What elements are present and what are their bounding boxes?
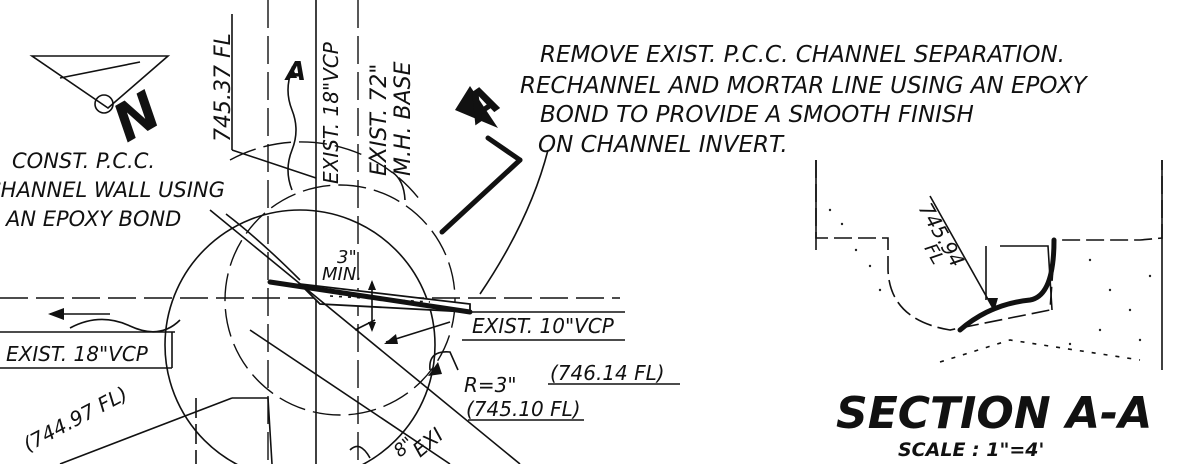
radius-label: R=3"	[464, 373, 517, 397]
elevation-label: (746.14 FL)	[550, 361, 665, 385]
note-remove-channel: REMOVE EXIST. P.C.C. CHANNEL SEPARATION.…	[520, 42, 1089, 158]
base-arc	[229, 141, 421, 201]
section-arrow-icon	[439, 86, 523, 235]
pipe-label: EXIST. 18"VCP	[319, 41, 343, 184]
manhole-base-label: M.H. BASE	[391, 61, 416, 176]
pipe-line	[232, 397, 273, 464]
pipe-label: EXIST. 18"VCP	[6, 342, 149, 366]
elevation-label: (744.97 FL)	[19, 381, 131, 456]
diagonal-line	[249, 329, 451, 464]
svg-text:RECHANNEL AND MORTAR LINE USIN: RECHANNEL AND MORTAR LINE USING AN EPOXY	[520, 73, 1089, 99]
note-leader	[391, 171, 406, 201]
manhole-circle	[164, 209, 436, 464]
north-letter: N	[103, 81, 171, 155]
elevation-label: 745.37 FL	[211, 33, 236, 142]
section-title: SECTION A-A	[836, 388, 1152, 439]
dimension-label: MIN.	[322, 264, 362, 285]
svg-text:REMOVE EXIST. P.C.C. CHANNEL S: REMOVE EXIST. P.C.C. CHANNEL SEPARATION.	[540, 42, 1065, 68]
dimension-value: 3"	[337, 247, 357, 268]
leader-line	[231, 149, 317, 179]
section-scale: SCALE : 1"=4'	[898, 439, 1044, 461]
north-arrow-icon: N	[29, 55, 171, 155]
note-leader	[225, 213, 301, 281]
manhole-inner-circle	[224, 184, 456, 416]
pipe-label: EXIST. 10"VCP	[472, 314, 615, 338]
elevation-label: (745.10 FL)	[466, 397, 581, 421]
flow-squiggle	[287, 69, 297, 191]
note-leader	[479, 149, 549, 295]
svg-text:BOND TO PROVIDE A SMOOTH FINIS: BOND TO PROVIDE A SMOOTH FINISH	[540, 102, 974, 128]
section-detail	[815, 160, 1163, 370]
section-mark-a: A	[284, 57, 306, 87]
diagonal-line	[209, 209, 521, 464]
flow-squiggle	[69, 318, 181, 333]
radius-hook	[429, 351, 459, 371]
pipe-label: EXI	[408, 423, 448, 462]
manhole-label: EXIST. 72"	[367, 64, 392, 176]
svg-text:CHANNEL WALL USING: CHANNEL WALL USING	[0, 178, 225, 202]
svg-text:ON CHANNEL INVERT.: ON CHANNEL INVERT.	[538, 132, 788, 158]
svg-text:CONST. P.C.C.: CONST. P.C.C.	[12, 149, 155, 173]
note-const-wall: CONST. P.C.C. CHANNEL WALL USING AN EPOX…	[0, 149, 225, 231]
svg-text:AN EPOXY BOND: AN EPOXY BOND	[4, 207, 181, 231]
